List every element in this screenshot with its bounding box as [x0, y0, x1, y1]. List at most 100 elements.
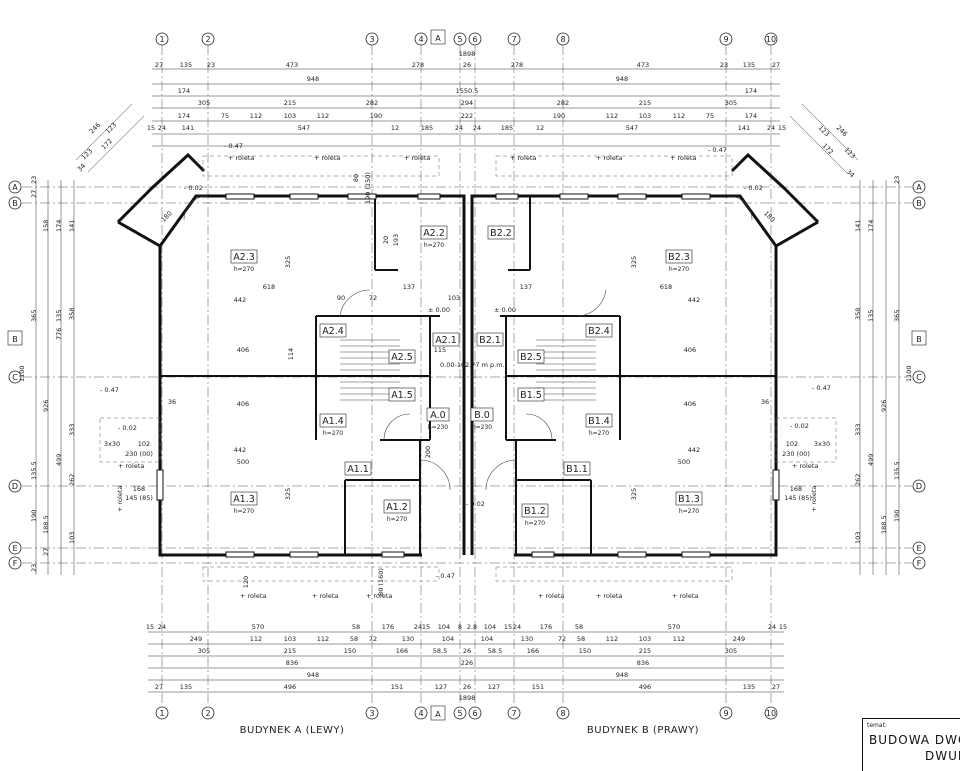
room-B1.4-h: h=270	[589, 430, 609, 437]
room-B2.1-id: B2.1	[479, 335, 501, 346]
dim-bot-r5-1: 948	[616, 671, 628, 679]
section-b-right-label: B	[916, 335, 922, 344]
dim-bot-r1-5: 24	[414, 623, 422, 631]
side-dim-14: 103	[68, 532, 76, 544]
dim-bot-r1-16: 24	[768, 623, 776, 631]
level-entry-a2: - 0.02	[118, 424, 137, 432]
dim-top-r7-9: 12	[536, 124, 544, 132]
idim-1: 442	[234, 296, 246, 304]
diag-dim-6: 123	[843, 146, 857, 160]
idim-25: 20	[382, 236, 390, 244]
room-B2.4: B2.4	[585, 323, 613, 338]
side-dimension-text: 23 27 158 365 135 358 1100 926 333 499 1…	[18, 176, 913, 572]
axis-C-right: C	[916, 373, 922, 382]
dim-bot-r2-12: 112	[606, 635, 618, 643]
idim-26: 80 (160)	[377, 568, 385, 596]
axis-3-bottom: 3	[369, 709, 374, 718]
dim-top-r6-10: 112	[673, 112, 685, 120]
dim-bot-r2-10: 72	[558, 635, 566, 643]
side-dim-r7: 926	[880, 400, 888, 412]
level-zero-a: ± 0.00	[428, 306, 450, 314]
side-dim-0: 23	[30, 176, 38, 184]
dim-bot-r2-11: 58	[577, 635, 585, 643]
room-A2.2-id: A2.2	[423, 228, 445, 239]
diag-dim-9: 34	[845, 168, 857, 180]
room-B1.2-id: B1.2	[524, 506, 546, 517]
dim-top-r6-6: 222	[461, 112, 473, 120]
dim-top-r1-5: 26	[463, 61, 471, 69]
dim-top-r1-8: 23	[720, 61, 728, 69]
dim-bot-r2-6: 130	[402, 635, 414, 643]
side-dim-17: 141	[68, 220, 76, 232]
dim-bot-r2-15: 249	[733, 635, 745, 643]
roleta-2: + roleta	[314, 154, 340, 162]
dim-top-r5-6: 305	[725, 99, 737, 107]
idim-3: 406	[237, 400, 249, 408]
side-dim-r18: 174	[867, 220, 875, 232]
side-dim-r8: 333	[854, 424, 862, 436]
windows	[156, 193, 780, 558]
roleta-4: + roleta	[510, 154, 536, 162]
dim-bot-r1-14: 58	[575, 623, 583, 631]
dim-bot-r6-0: 27	[155, 683, 163, 691]
dim-bot-r5-0: 948	[307, 671, 319, 679]
idim-27: 36	[168, 398, 176, 406]
room-A2.3-id: A2.3	[233, 252, 255, 263]
room-A1.2-id: A1.2	[386, 502, 408, 513]
roleta-10: + roleta	[538, 592, 564, 600]
room-B2.4-id: B2.4	[588, 326, 610, 337]
dim-bot-r3-10: 305	[725, 647, 737, 655]
level-entry-c: - 0.02	[466, 500, 485, 508]
dim-bot-r2-2: 103	[284, 635, 296, 643]
idim-15: 200	[424, 446, 432, 458]
idim-12: 114	[287, 348, 295, 360]
dim-top-r6-7: 190	[553, 112, 565, 120]
side-dim-2: 158	[42, 220, 50, 232]
room-A2.3-h: h=270	[234, 266, 254, 273]
dim-bot-r1-13: 176	[540, 623, 552, 631]
level-top-a: - 0.47	[224, 142, 243, 150]
level-top-b: - 0.47	[708, 146, 727, 154]
side-dim-15: 23	[30, 564, 38, 572]
title-block-line-2: DWUL	[925, 749, 960, 763]
dim-top-r1-7: 473	[637, 61, 649, 69]
side-dim-r12: 190	[893, 510, 901, 522]
axis-D-right: D	[916, 482, 922, 491]
room-B.0: B.0h=230	[470, 407, 494, 431]
dim-bot-r3-7: 166	[527, 647, 539, 655]
dimension-lines-top	[152, 68, 780, 147]
room-A1.3-h: h=270	[234, 508, 254, 515]
dim-bot-r6-4: 127	[435, 683, 447, 691]
dim-top-r3: 1550.5	[456, 87, 479, 95]
side-dim-11: 262	[68, 474, 76, 486]
room-B1.5-id: B1.5	[520, 390, 542, 401]
axis-10: 10	[766, 35, 776, 44]
roleta-9: + roleta	[366, 592, 392, 600]
walls	[116, 152, 820, 557]
dim-top-r7-6: 24	[455, 124, 463, 132]
room-B1.1: B1.1	[563, 461, 591, 476]
room-A1.2: A1.2h=270	[383, 499, 411, 523]
dim-bot-r2-7: 104	[442, 635, 454, 643]
axis-6-bottom: 6	[472, 709, 477, 718]
idim-b19: 145 (85)	[784, 494, 812, 502]
roleta-16: + roleta	[810, 486, 818, 512]
dim-bot-r3-0: 305	[198, 647, 210, 655]
side-dim-r6: 1100	[905, 365, 913, 382]
roleta-7: + roleta	[240, 592, 266, 600]
dim-top-r1-10: 27	[772, 61, 780, 69]
idim-10: 72	[369, 294, 377, 302]
roleta-8: + roleta	[312, 592, 338, 600]
dim-bot-r3-4: 58.5	[433, 647, 447, 655]
title-block: temat: BUDOWA DWÓ DWUL	[862, 718, 960, 771]
dimension-lines-bottom	[148, 631, 784, 693]
diag-dim-7: 246	[835, 124, 849, 138]
axis-D-left: D	[12, 482, 18, 491]
side-dim-r13: 188.5	[880, 515, 888, 534]
side-dim-6: 1100	[18, 365, 26, 382]
dim-bot-r2-8: 104	[481, 635, 493, 643]
room-B1.4-id: B1.4	[588, 416, 610, 427]
axis-7: 7	[511, 35, 516, 44]
section-b-left-label: B	[12, 335, 18, 344]
dim-top-r6-12: 174	[745, 112, 757, 120]
